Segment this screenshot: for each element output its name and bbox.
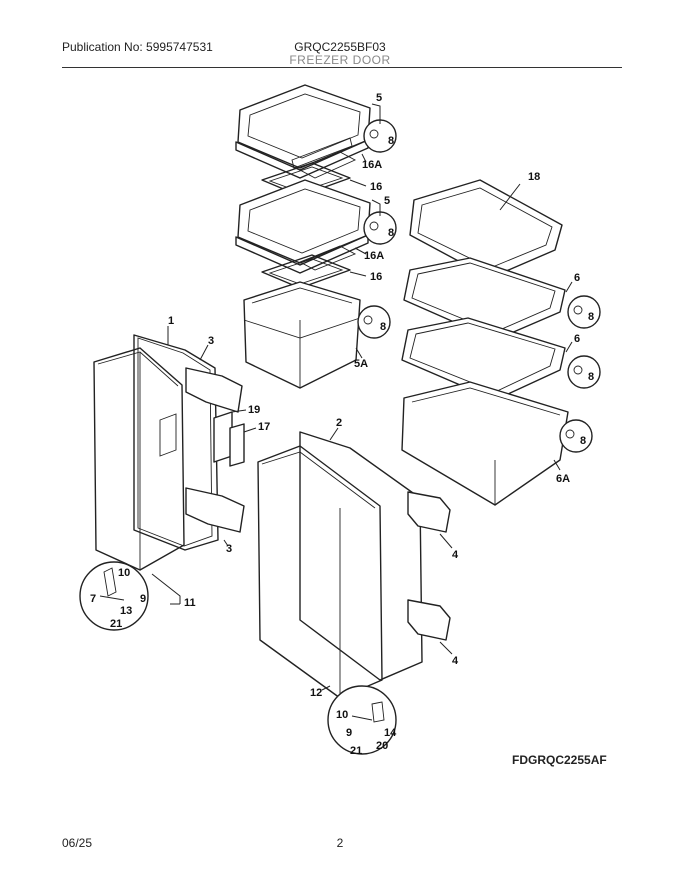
callout-6: 6 <box>574 333 580 345</box>
callout-19: 19 <box>248 404 260 416</box>
left-door-bin-upper <box>185 367 243 413</box>
shelf-divider-16a-lower <box>298 245 357 271</box>
header-rule <box>62 67 622 68</box>
callout-20: 20 <box>376 740 388 752</box>
model-number: GRQC2255BF03 <box>294 40 386 54</box>
exploded-parts-diagram: 5 8 16A 16 5 8 16A 16 8 5A 18 6 8 6 8 8 … <box>79 84 601 757</box>
callout-8: 8 <box>388 227 394 239</box>
callout-16: 16 <box>370 181 382 193</box>
callout-16: 16 <box>370 271 382 283</box>
right-door-gasket <box>299 431 423 681</box>
freezer-shelf-lower <box>235 179 371 274</box>
right-shelf-upper <box>403 257 566 341</box>
callout-8: 8 <box>580 435 586 447</box>
callout-21: 21 <box>110 618 122 630</box>
leader-lines <box>151 103 573 691</box>
right-door <box>257 445 383 699</box>
shelf-divider-16a-upper <box>298 151 357 179</box>
left-door <box>93 347 185 571</box>
diagram-code: FDGRQC2255AF <box>512 753 607 767</box>
callout-14: 14 <box>384 727 397 739</box>
callout-5: 5 <box>376 92 382 104</box>
callout-16a: 16A <box>362 159 382 171</box>
screw-detail-f <box>559 419 593 453</box>
left-door-bin-lower <box>185 487 245 533</box>
callout-1: 1 <box>168 315 174 327</box>
section-title: FREEZER DOOR <box>289 53 391 67</box>
callout-13: 13 <box>120 605 132 617</box>
hinge-detail-left <box>79 561 149 631</box>
callout-8: 8 <box>388 135 394 147</box>
screw-detail-d <box>567 295 601 329</box>
right-basket-18 <box>409 179 563 279</box>
page-number: 2 <box>336 836 344 850</box>
freezer-shelf-upper <box>235 84 371 179</box>
callout-17: 17 <box>258 421 270 433</box>
callout-7: 7 <box>90 593 96 605</box>
callout-10: 10 <box>118 567 130 579</box>
freezer-bin <box>243 281 361 389</box>
callout-12: 12 <box>310 687 322 699</box>
callout-21: 21 <box>350 745 362 757</box>
callout-5: 5 <box>384 195 390 207</box>
screw-detail-e <box>567 355 601 389</box>
callout-9: 9 <box>346 727 352 739</box>
footer-date: 06/25 <box>62 836 93 850</box>
screw-detail-c <box>357 305 391 339</box>
callout-16a: 16A <box>364 250 384 262</box>
callout-8: 8 <box>380 321 386 333</box>
right-door-bin-lower <box>407 599 451 641</box>
callout-4: 4 <box>452 655 459 667</box>
callout-5a: 5A <box>354 358 368 370</box>
callout-3: 3 <box>208 335 214 347</box>
right-shelf-lower <box>401 317 566 401</box>
callout-10: 10 <box>336 709 348 721</box>
right-door-bin-upper <box>407 491 451 533</box>
hinge-detail-right <box>327 685 397 755</box>
callout-6: 6 <box>574 272 580 284</box>
publication-number: Publication No: 5995747531 <box>62 40 213 54</box>
callout-4: 4 <box>452 549 459 561</box>
right-bin-6a <box>401 381 569 506</box>
left-door-gasket <box>133 334 219 551</box>
callout-3: 3 <box>226 543 232 555</box>
callout-9: 9 <box>140 593 146 605</box>
callout-8: 8 <box>588 311 594 323</box>
control-panel-17 <box>229 423 245 467</box>
callout-18: 18 <box>528 171 540 183</box>
callout-11: 11 <box>184 597 196 609</box>
callout-2: 2 <box>336 417 342 429</box>
callout-labels: 5 8 16A 16 5 8 16A 16 8 5A 18 6 8 6 8 8 … <box>90 92 594 757</box>
shelf-frame-16-lower <box>261 254 351 289</box>
callout-6a: 6A <box>556 473 570 485</box>
callout-8: 8 <box>588 371 594 383</box>
